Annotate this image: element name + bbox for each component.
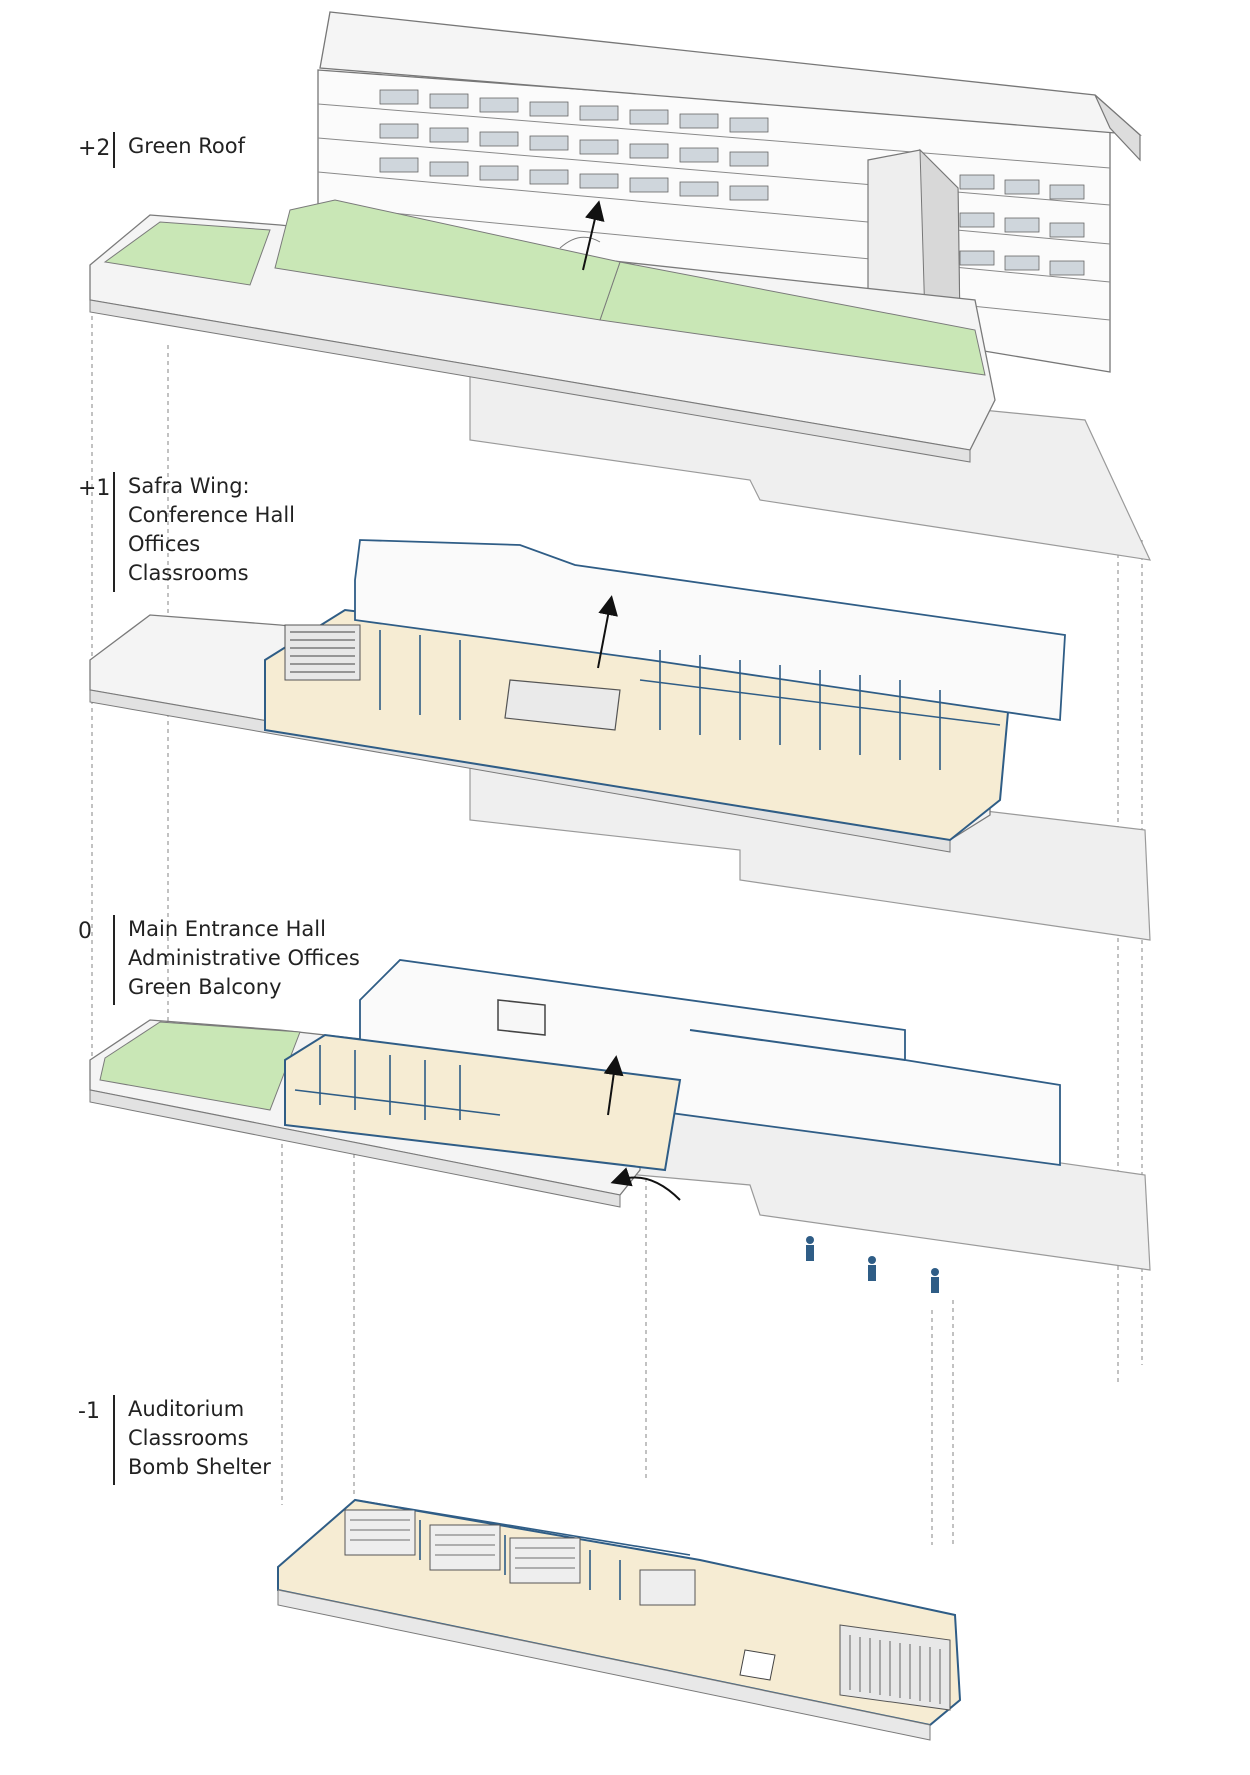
level-line: Bomb Shelter <box>128 1455 271 1479</box>
level-line: Auditorium <box>128 1397 245 1421</box>
level-description: Safra Wing: Conference Hall Offices Clas… <box>128 472 295 588</box>
green-roof-center <box>274 199 621 321</box>
level-minus1-drawing <box>277 1498 962 1741</box>
room-partitions <box>379 630 1001 770</box>
level-number: +1 <box>78 476 111 501</box>
level-plus1-drawing <box>89 539 1151 941</box>
plaza-slab <box>469 759 1151 941</box>
level-line: Main Entrance Hall <box>128 917 326 941</box>
level-divider <box>113 915 115 1005</box>
auditorium-seating <box>839 1624 951 1711</box>
level-line: Green Balcony <box>128 975 282 999</box>
level-divider <box>113 472 115 592</box>
basement-partitions <box>354 1499 691 1600</box>
level-0-drawing <box>89 959 1151 1293</box>
level-divider <box>113 132 115 168</box>
office-partitions <box>294 1045 501 1120</box>
level-line: Offices <box>128 532 201 556</box>
notch-box <box>497 999 546 1036</box>
level-description: Green Roof <box>128 132 245 161</box>
conference-hall-seating <box>284 624 361 681</box>
people-figures <box>806 1236 939 1293</box>
level-description: Main Entrance Hall Administrative Office… <box>128 915 360 1002</box>
level-number: +2 <box>78 136 111 161</box>
level-line: Classrooms <box>128 1426 249 1450</box>
level-plus2-drawing <box>89 11 1152 561</box>
level-line: Classrooms <box>128 561 249 585</box>
green-roof-west <box>103 221 271 286</box>
level-number: -1 <box>78 1399 100 1424</box>
atrium-void <box>504 679 621 731</box>
floor-plate <box>264 608 1012 842</box>
stair <box>739 1649 776 1681</box>
level-line: Safra Wing: <box>128 474 250 498</box>
level-line: Conference Hall <box>128 503 296 527</box>
entrance-hall-plate <box>284 1033 682 1172</box>
level-divider <box>113 1395 115 1485</box>
level-number: 0 <box>78 919 92 944</box>
level-line: Administrative Offices <box>128 946 360 970</box>
classroom-seating <box>344 1509 696 1606</box>
level-description: Auditorium Classrooms Bomb Shelter <box>128 1395 271 1482</box>
level-line: Green Roof <box>128 134 246 158</box>
